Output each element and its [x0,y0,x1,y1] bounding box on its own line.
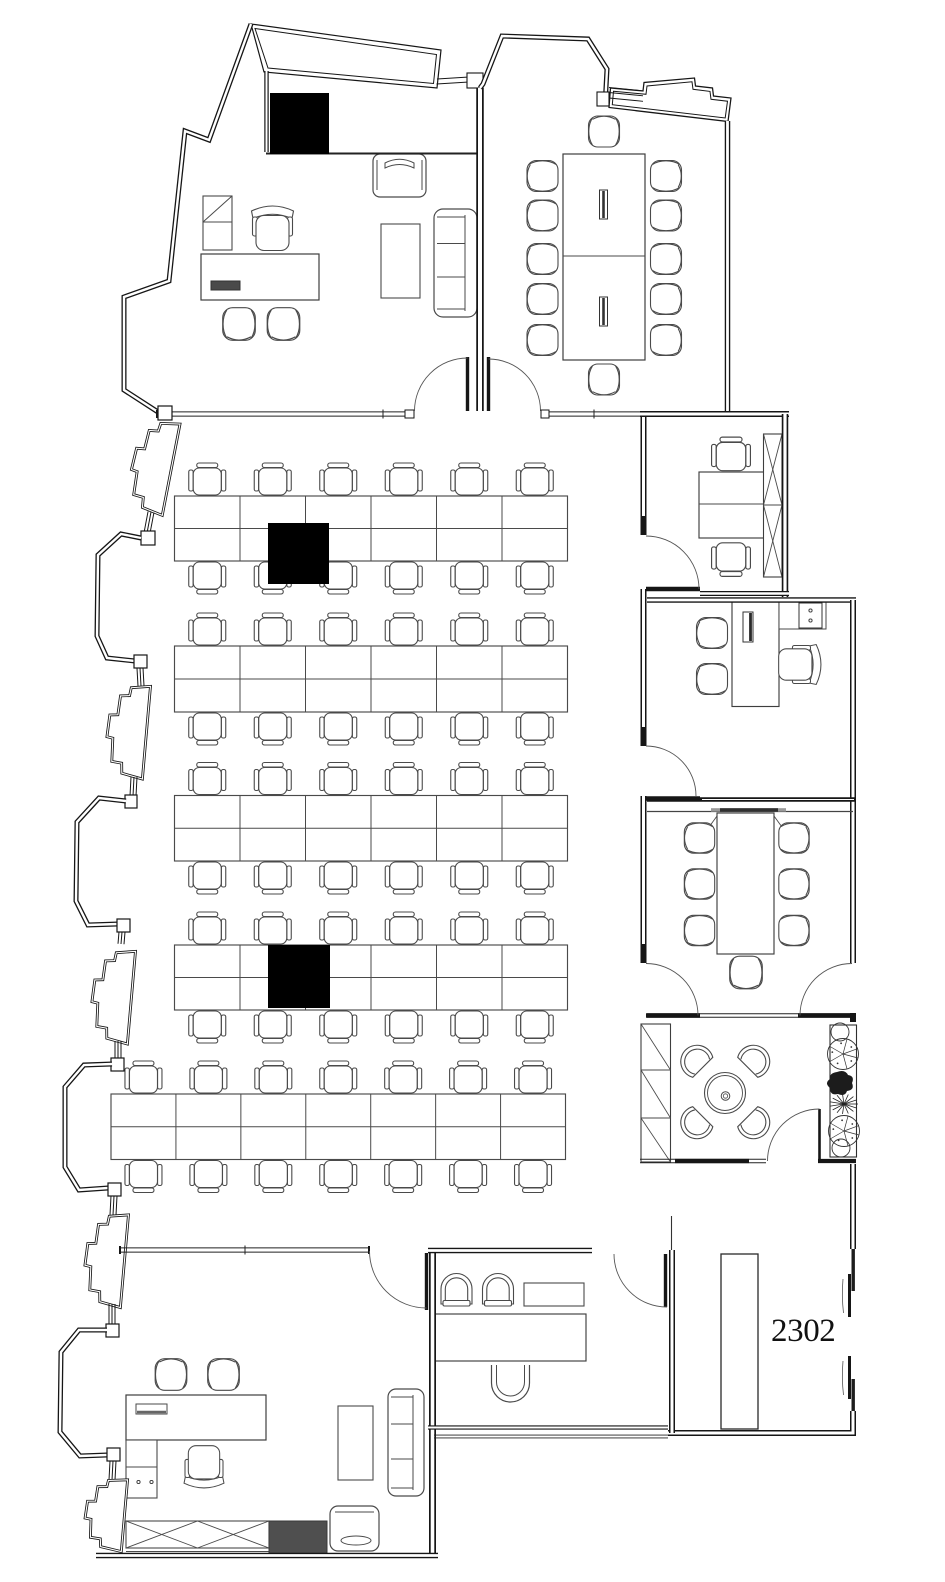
svg-text:2302: 2302 [771,1313,835,1349]
